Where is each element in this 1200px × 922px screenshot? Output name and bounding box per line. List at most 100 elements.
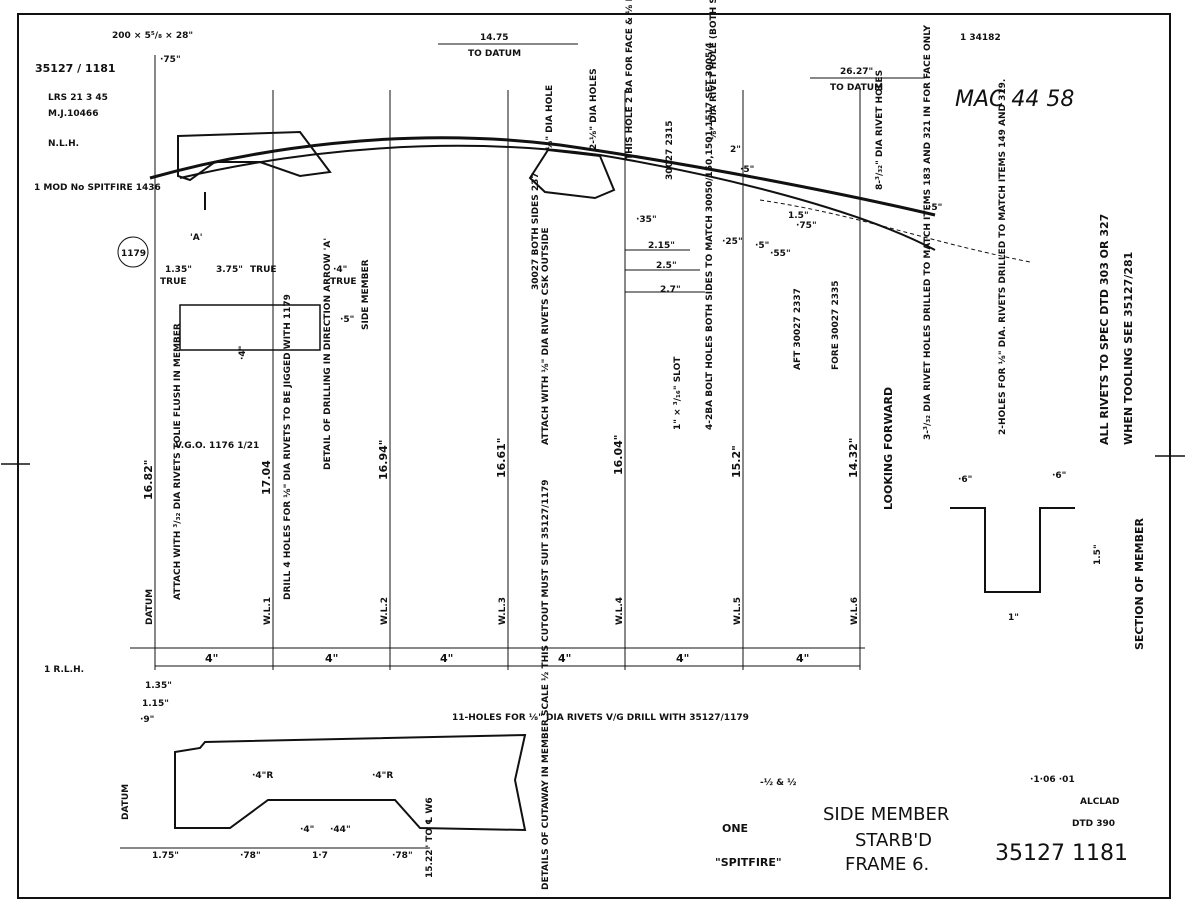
right-dimensions: 2.15" 2.5" 2.7" ·35" ·5" ·55" ·25" ·75" …: [636, 145, 942, 295]
title-line-3: FRAME 6.: [845, 854, 929, 875]
bottom-dim-17: 1·7: [312, 851, 328, 861]
bottom-dim-9: ·9": [140, 715, 154, 725]
vgo-note: V.G.O. 1176 1/21: [175, 441, 259, 451]
title-line-2: STARB'D: [855, 830, 932, 851]
bottom-cutaway-note: DETAILS OF CUTAWAY IN MEMBER SCALE ½ THI…: [540, 479, 551, 890]
small-code: ·1·06 ·01: [1030, 775, 1075, 785]
detail-dim-3-note: TRUE: [330, 277, 357, 287]
item-1179: 1179: [121, 249, 146, 259]
note-this-hole: THIS HOLE 2 BA FOR FACE & ⅛ DIA AFT FACE: [625, 0, 635, 160]
wl-height-2: 16.94": [377, 439, 390, 480]
handwritten-note: MAC 44 58: [955, 87, 1074, 112]
section-profile: [950, 507, 1075, 593]
note-bolt-holes: 4-2BA BOLT HOLES BOTH SIDES TO MATCH 300…: [705, 42, 715, 430]
detail-dim-2: 3.75": [216, 265, 243, 275]
side-member-outline: [149, 136, 936, 217]
model-ref: 1 MOD No SPITFIRE 1436: [34, 183, 161, 193]
title-line-1: SIDE MEMBER: [823, 804, 949, 825]
note-rivet-holes-3: 3-³/₃₂ DIA RIVET HOLES DRILLED TO MATCH …: [923, 24, 933, 440]
bottom-dim-78b: ·78": [392, 851, 413, 861]
wl-height-3: 16.61": [495, 437, 508, 478]
spacing-4: 4": [558, 652, 571, 665]
ref-code-2: M.J.10466: [48, 109, 98, 119]
to-datum-2-label: TO DATUM: [830, 83, 883, 93]
wl-label-6: W.L.6: [850, 597, 860, 625]
svg-text:1.5": 1.5": [788, 211, 809, 221]
initials: N.L.H.: [48, 139, 79, 149]
spacing-2: 4": [325, 652, 338, 665]
scale-note: -½ & ½: [760, 777, 796, 788]
bottom-radius-2: ·4"R: [372, 771, 393, 781]
bottom-holes-note: 11-HOLES FOR ⅛" DIA RIVETS V/G DRILL WIT…: [452, 713, 749, 723]
section-title: SECTION OF MEMBER: [1133, 518, 1146, 650]
drawing-number: 35127 1181: [995, 841, 1128, 866]
svg-text:2": 2": [730, 145, 741, 155]
wl-label-datum: DATUM: [145, 589, 155, 625]
note-all-rivets: ALL RIVETS TO SPEC DTD 303 OR 327: [1098, 214, 1111, 445]
svg-text:·75": ·75": [796, 221, 817, 231]
detail-dim-2-note: TRUE: [250, 265, 277, 275]
gusset-plate: [177, 130, 332, 182]
part-ref: 35127 / 1181: [35, 62, 116, 75]
wl-height-6: 14.32": [847, 437, 860, 478]
note-attach-rivets: ATTACH WITH ³/₃₂ DIA RIVETS TOLIE FLUSH …: [173, 323, 183, 600]
item-1179-balloon: [117, 236, 149, 268]
bottom-dim-175: 1.75": [152, 851, 179, 861]
to-datum-2-value: 26.27": [840, 67, 873, 77]
cutaway-outline: [174, 733, 527, 832]
detail-dim-1-note: TRUE: [160, 277, 187, 287]
bottom-dim-v4: ·4": [300, 825, 314, 835]
wl-height-5: 15.2": [730, 445, 743, 478]
bottom-dim-1522: 15.22" TO ℄ W6: [425, 797, 435, 878]
wl-label-2: W.L.2: [380, 597, 390, 625]
section-flange-right: ·6": [1052, 471, 1066, 481]
note-holes-2: 2-HOLES FOR ⅛" DIA. RIVETS DRILLED TO MA…: [998, 79, 1008, 435]
wl-height-4: 16.04": [612, 434, 625, 475]
svg-text:2.7": 2.7": [660, 285, 681, 295]
bottom-dim-v44: ·44": [330, 825, 351, 835]
note-dia-hole-1: ⅛" DIA HOLE: [545, 85, 555, 150]
spec: DTD 390: [1072, 819, 1115, 829]
svg-text:2.5": 2.5": [656, 261, 677, 271]
note-slot: 1" × ³/₁₆" SLOT: [673, 356, 683, 430]
svg-text:2.15": 2.15": [648, 241, 675, 251]
note-fore: FORE 30027 2335: [831, 280, 841, 370]
drilling-detail-plate: [179, 304, 321, 351]
quantity: ONE: [722, 822, 748, 835]
detail-dim-1: 1.35": [165, 265, 192, 275]
wl-height-datum: 16.82": [142, 459, 155, 500]
note-both-sides: 30027 BOTH SIDES 237: [531, 172, 541, 290]
detail-dim-4: ·5": [340, 315, 354, 325]
svg-text:·5": ·5": [755, 241, 769, 251]
ref-code-1: LRS 21 3 45: [48, 93, 108, 103]
detail-drilling-note: DETAIL OF DRILLING IN DIRECTION ARROW 'A…: [323, 238, 333, 470]
detail-dim-3: ·4": [333, 265, 347, 275]
arrow-a-label: 'A': [190, 233, 202, 243]
top-dim: ·75": [160, 55, 181, 65]
bottom-dim-115: 1.15": [142, 699, 169, 709]
spacing-1: 4": [205, 652, 218, 665]
spacing-5: 4": [676, 652, 689, 665]
to-datum-1-label: TO DATUM: [468, 49, 521, 59]
note-aft: AFT 30027 2337: [793, 288, 803, 370]
wl-label-1: W.L.1: [263, 597, 273, 625]
wl-height-1: 17.04: [260, 460, 273, 495]
bottom-dim-78a: ·78": [240, 851, 261, 861]
note-looking-forward: LOOKING FORWARD: [882, 387, 895, 510]
section-height: 1.5": [1093, 544, 1103, 565]
svg-text:·35": ·35": [636, 215, 657, 225]
section-width: 1": [1008, 613, 1019, 623]
wl-label-4: W.L.4: [615, 597, 625, 625]
note-dia-holes-2: 2-⅛" DIA HOLES: [589, 68, 599, 150]
bottom-dim-135: 1.35": [145, 681, 172, 691]
note-tooling: WHEN TOOLING SEE 35127/281: [1122, 252, 1135, 445]
spacing-label: 1 R.L.H.: [44, 665, 84, 675]
note-attach-csk: ATTACH WITH ⅛" DIA RIVETS CSK OUTSIDE: [541, 228, 551, 445]
svg-text:·5": ·5": [740, 165, 754, 175]
waterline-grid: [130, 55, 865, 670]
section-flange-left: ·6": [958, 475, 972, 485]
wl-label-3: W.L.3: [498, 597, 508, 625]
note-drill-holes: DRILL 4 HOLES FOR ⅛" DIA RIVETS TO BE JI…: [283, 294, 293, 600]
side-member-label: SIDE MEMBER: [361, 259, 371, 330]
